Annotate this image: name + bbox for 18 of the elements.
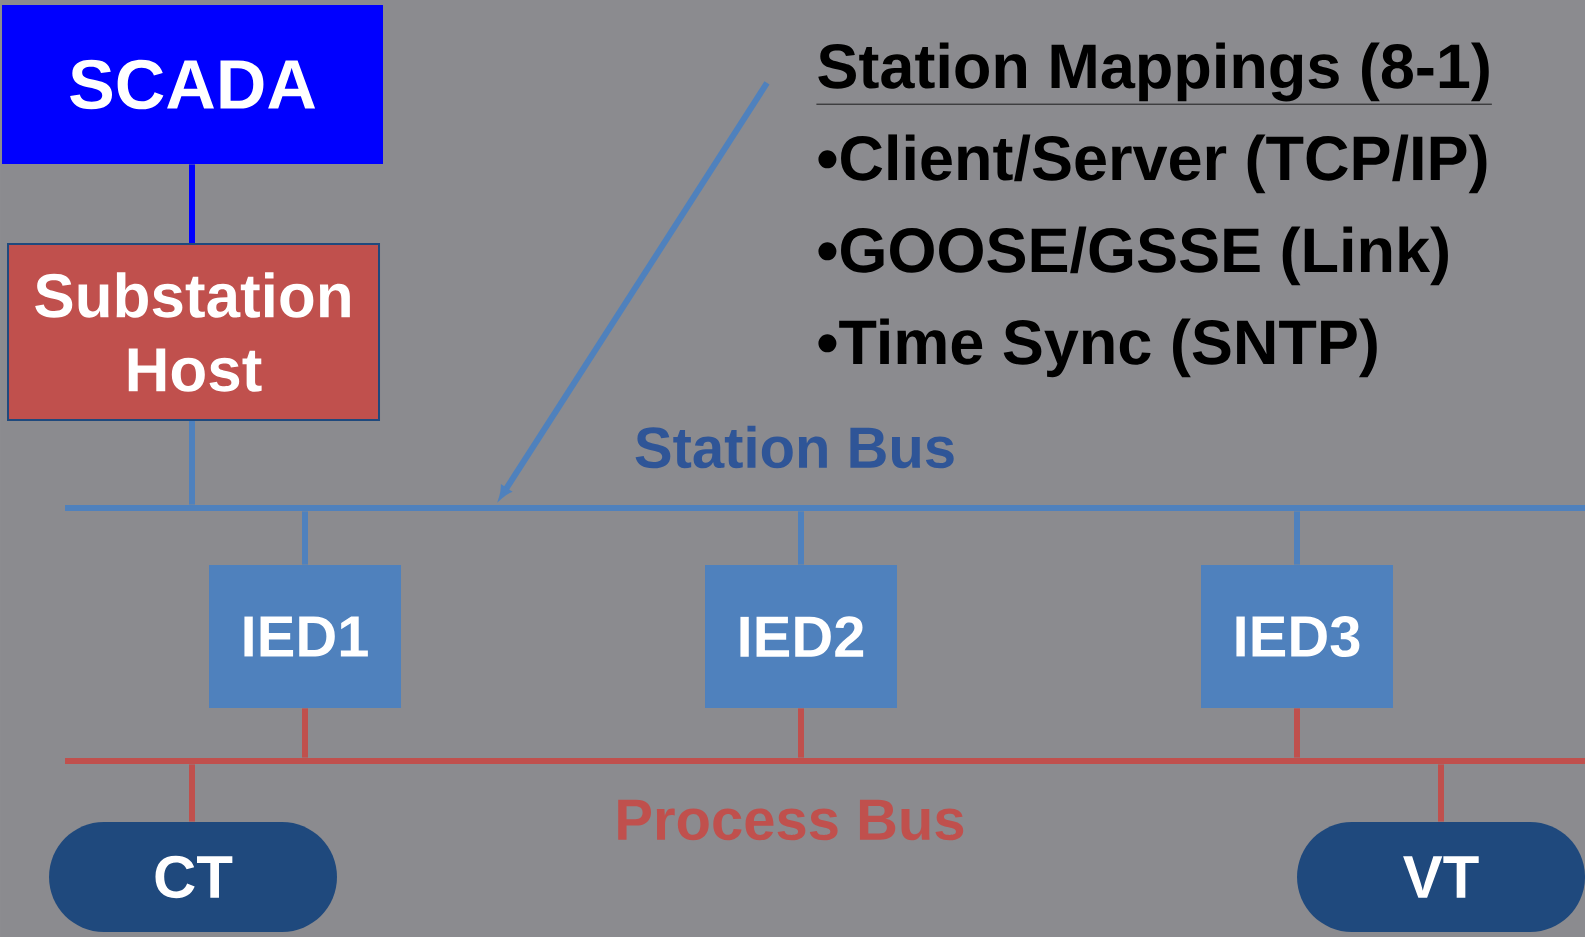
connector-line [798, 511, 804, 565]
connector-line [1438, 764, 1444, 822]
ied-box: IED3 [1201, 565, 1393, 708]
host-box: Substation Host [7, 243, 380, 421]
ied-box: IED1 [209, 565, 401, 708]
ied-box: IED2 [705, 565, 897, 708]
node-label: Process Bus [618, 799, 964, 841]
connector-line [1294, 511, 1300, 565]
connector-line [302, 708, 308, 758]
station-bus: Station Bus [65, 425, 1585, 511]
connector-line [189, 764, 195, 822]
protocol-list: Station Mappings (8-1) •Client/Server (TCP/IP) •GOOSE/GSSE (Link) •Time Sync (SNTP) [816, 42, 1493, 378]
connector-line [798, 708, 804, 758]
connector-line [189, 421, 195, 505]
scada-box: SCADA [2, 5, 383, 164]
connector-line [189, 164, 195, 243]
connector-line [302, 511, 308, 565]
connector-line [1294, 708, 1300, 758]
